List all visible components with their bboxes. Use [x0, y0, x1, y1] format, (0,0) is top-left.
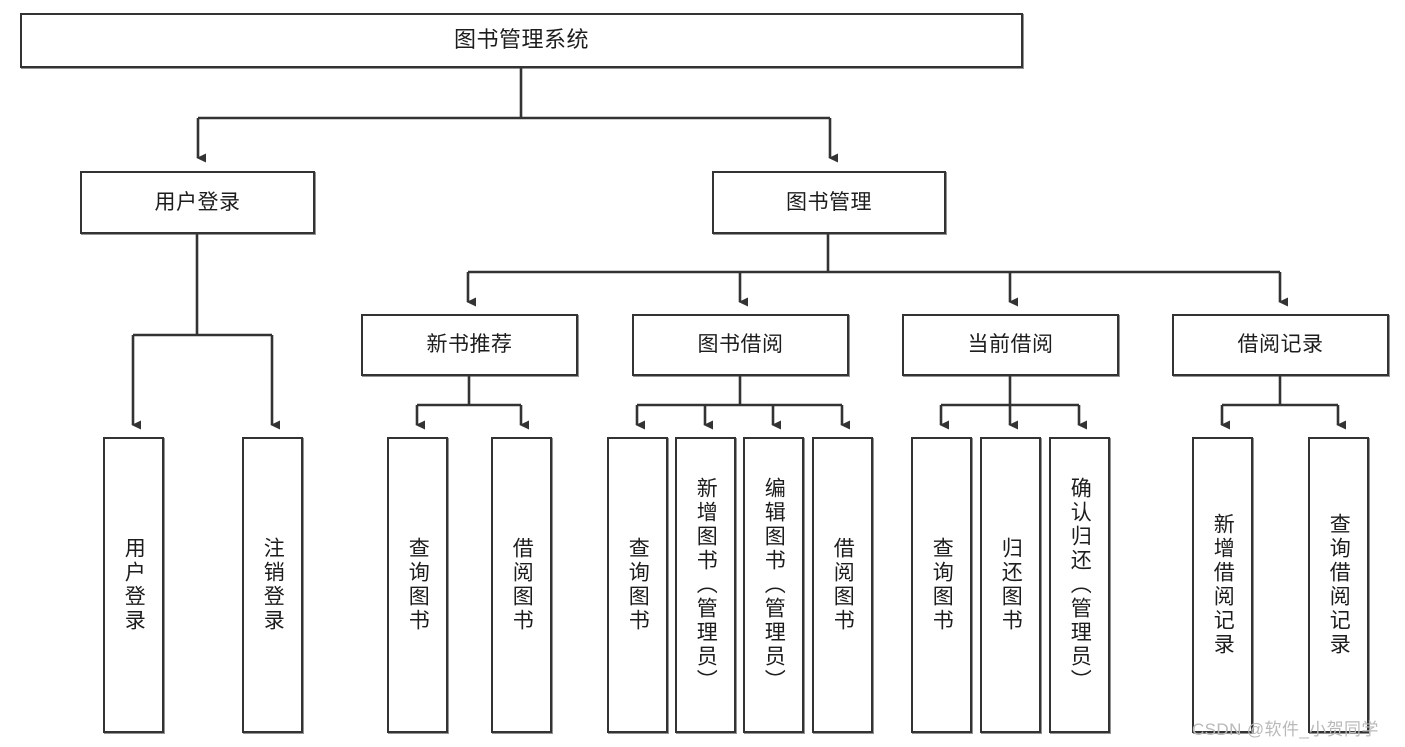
node-leaf-query-book-recommend[interactable]: 查询图书 [387, 437, 448, 733]
node-label: 当前借阅 [967, 333, 1054, 357]
node-leaf-query-book-borrow[interactable]: 查询图书 [607, 437, 668, 733]
node-book-management[interactable]: 图书管理 [712, 171, 946, 234]
node-leaf-add-book-admin[interactable]: 新增图书（管理员） [675, 437, 736, 733]
node-borrow-record[interactable]: 借阅记录 [1172, 314, 1389, 376]
node-leaf-add-borrow-record[interactable]: 新增借阅记录 [1192, 437, 1253, 733]
node-label: 借阅图书 [831, 537, 855, 633]
node-label: 归还图书 [999, 537, 1023, 633]
node-new-book-recommend[interactable]: 新书推荐 [361, 314, 578, 376]
node-label: 图书管理 [786, 190, 872, 214]
node-leaf-confirm-return-admin[interactable]: 确认归还（管理员） [1049, 437, 1110, 733]
node-label: 查询借阅记录 [1327, 513, 1351, 657]
node-label: 借阅图书 [510, 537, 534, 633]
node-label: 用户登录 [154, 190, 241, 214]
node-root-system[interactable]: 图书管理系统 [20, 13, 1023, 68]
node-label: 编辑图书（管理员） [762, 477, 786, 693]
csdn-watermark: CSDN @软件_小贺同学 [1192, 720, 1379, 739]
node-label: 新书推荐 [426, 333, 513, 357]
node-label: 图书借阅 [697, 333, 784, 357]
node-leaf-query-book-current[interactable]: 查询图书 [911, 437, 972, 733]
node-label: 借阅记录 [1237, 333, 1324, 357]
node-label: 查询图书 [626, 537, 650, 633]
node-leaf-edit-book-admin[interactable]: 编辑图书（管理员） [743, 437, 804, 733]
node-leaf-return-book[interactable]: 归还图书 [980, 437, 1041, 733]
node-book-borrow[interactable]: 图书借阅 [632, 314, 849, 376]
node-leaf-user-login[interactable]: 用户登录 [103, 437, 164, 733]
node-leaf-logout[interactable]: 注销登录 [242, 437, 303, 733]
node-label: 用户登录 [122, 537, 146, 633]
node-label: 确认归还（管理员） [1068, 477, 1092, 693]
node-label: 查询图书 [406, 537, 430, 633]
node-label: 注销登录 [261, 537, 285, 633]
node-label: 新增借阅记录 [1211, 513, 1235, 657]
node-leaf-query-borrow-record[interactable]: 查询借阅记录 [1308, 437, 1369, 733]
node-leaf-borrow-book[interactable]: 借阅图书 [812, 437, 873, 733]
node-leaf-borrow-book-recommend[interactable]: 借阅图书 [491, 437, 552, 733]
node-user-login[interactable]: 用户登录 [80, 171, 315, 234]
node-label: 查询图书 [930, 537, 954, 633]
node-label: 新增图书（管理员） [694, 477, 718, 693]
node-current-borrow[interactable]: 当前借阅 [902, 314, 1119, 376]
node-label: 图书管理系统 [453, 27, 589, 53]
